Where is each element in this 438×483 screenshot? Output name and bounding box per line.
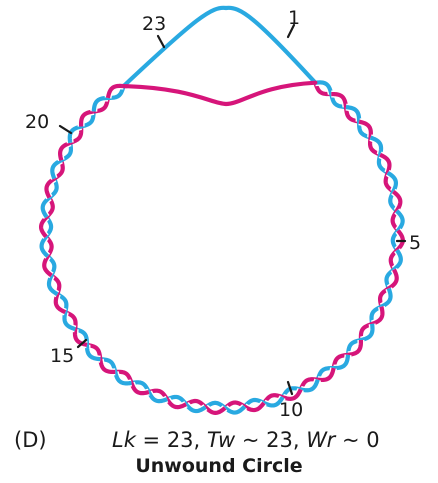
- svg-text:23: 23: [142, 13, 166, 35]
- wr-symbol: Wr: [306, 428, 335, 452]
- diagram-subtitle: Unwound Circle: [0, 455, 438, 477]
- svg-text:20: 20: [25, 111, 49, 133]
- tw-symbol: Tw: [207, 428, 235, 452]
- formula-row: (D) Lk = 23, Tw ~ 23, Wr ~ 0: [0, 428, 438, 458]
- turn-marker-15: 15: [50, 340, 86, 367]
- lk-value: = 23,: [136, 428, 207, 452]
- tw-value: ~ 23,: [235, 428, 306, 452]
- turn-marker-23: 23: [142, 13, 166, 47]
- svg-text:1: 1: [288, 7, 300, 29]
- svg-text:5: 5: [409, 232, 421, 254]
- wr-value: ~ 0: [335, 428, 379, 452]
- linking-number-formula: Lk = 23, Tw ~ 23, Wr ~ 0: [112, 428, 380, 452]
- turn-marker-20: 20: [25, 111, 71, 133]
- turn-marker-1: 1: [288, 7, 300, 37]
- svg-text:10: 10: [279, 399, 303, 421]
- double-helix-strands: [41, 82, 403, 412]
- svg-text:15: 15: [50, 345, 74, 367]
- panel-letter: (D): [14, 428, 47, 452]
- magenta-unwound-strand: [124, 83, 316, 104]
- lk-symbol: Lk: [112, 428, 136, 452]
